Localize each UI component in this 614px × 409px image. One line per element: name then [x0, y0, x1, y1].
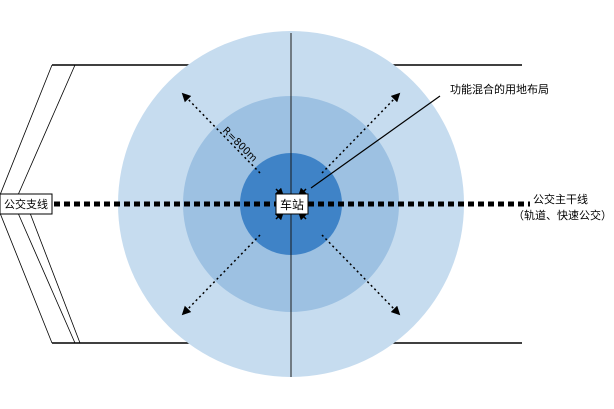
branch-fan-lines — [0, 64, 81, 344]
arrow-down-right — [321, 234, 401, 316]
branch-line-label: 公交支线 — [4, 197, 48, 211]
trunk-line-label: 公交主干线 — [533, 192, 588, 206]
arrow-down-left — [181, 234, 261, 316]
arrow-up-left — [181, 92, 261, 174]
station-box — [275, 193, 309, 215]
mixed-use-label: 功能混合的用地布局 — [450, 82, 549, 96]
arrow-up-right — [321, 92, 401, 174]
branch-line-box — [0, 193, 53, 215]
trunk-line-sub-label: （轨道、快速公交） — [513, 208, 612, 222]
outward-arrows — [181, 92, 401, 316]
mixed-use-leader-line — [310, 95, 441, 189]
station-label: 车站 — [280, 197, 304, 212]
